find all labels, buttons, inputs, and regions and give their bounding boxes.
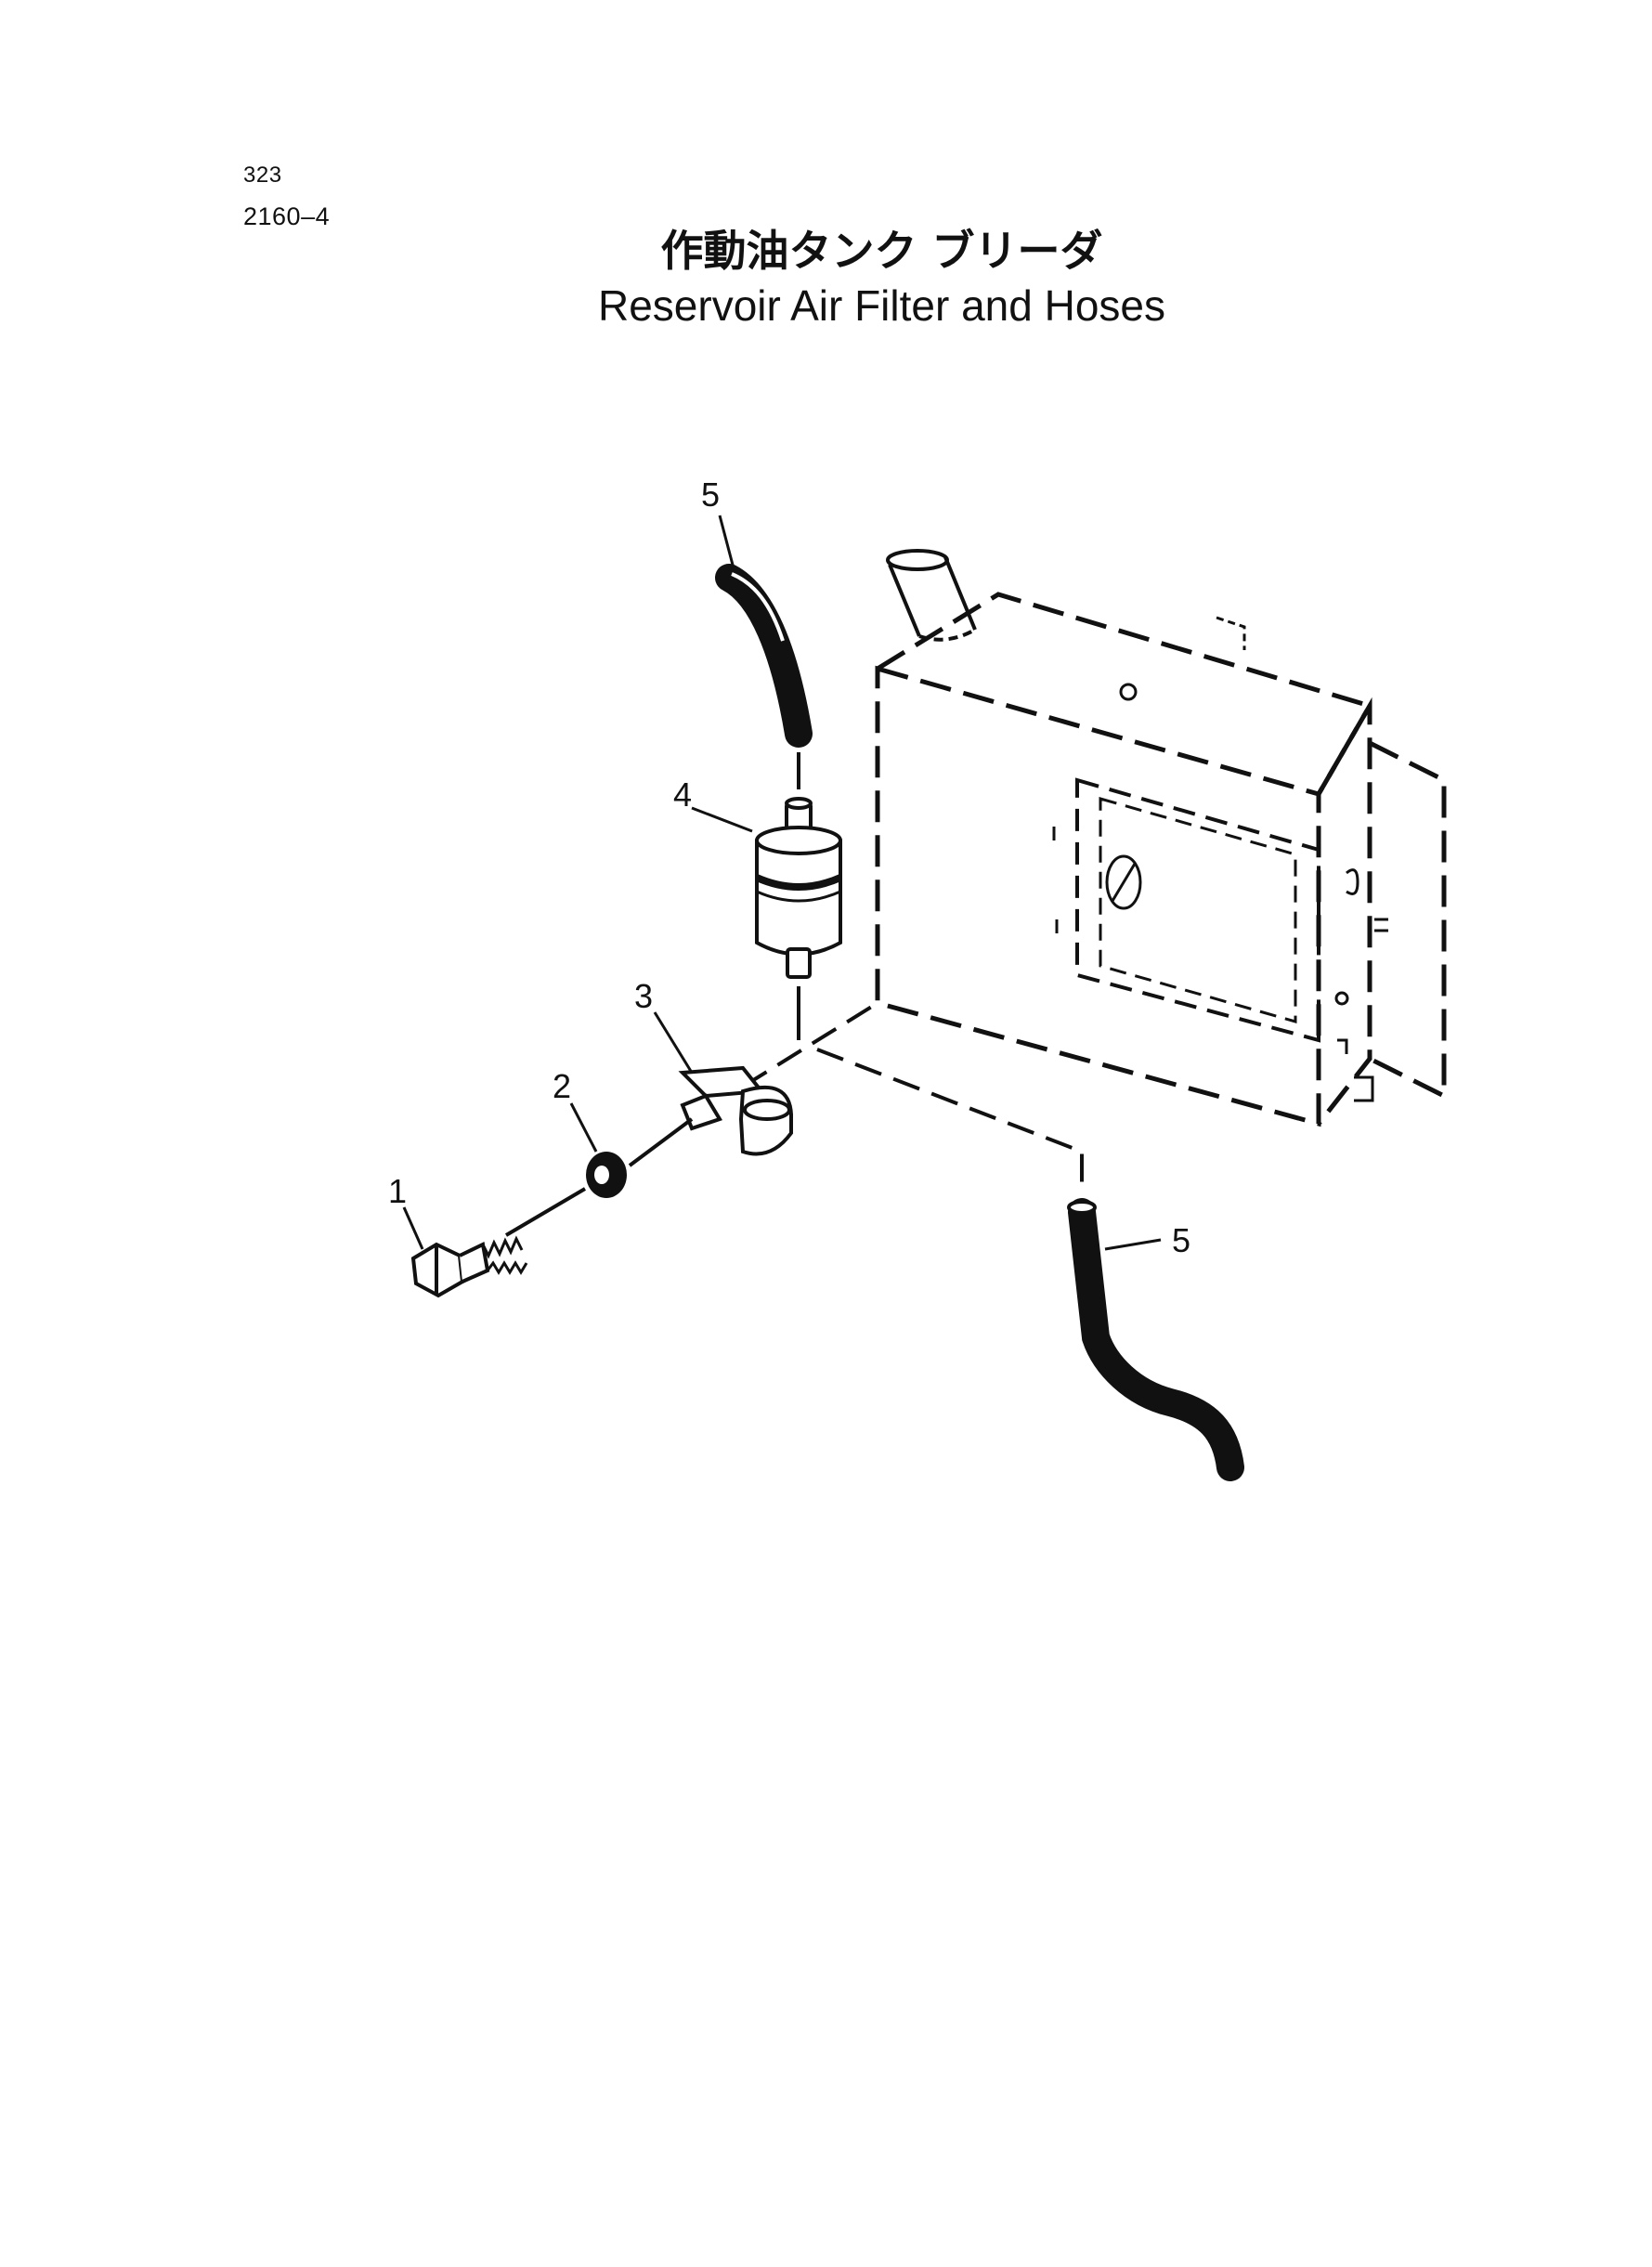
diagram-title-english: Reservoir Air Filter and Hoses	[598, 281, 1165, 330]
callout-5-top: 5	[701, 476, 720, 514]
bolt	[410, 1235, 528, 1298]
page-number: 323	[243, 163, 282, 188]
section-code: 2160–4	[243, 202, 331, 230]
tank-detail-marks	[1052, 616, 1388, 1102]
callout-5-bottom: 5	[1172, 1221, 1190, 1259]
assembly-lines-to-tank	[741, 1001, 1084, 1193]
diagram-title-japanese: 作動油タンク ブリーダ	[660, 226, 1103, 276]
callout-leaders	[402, 515, 1162, 1251]
hose-clamp	[678, 1065, 793, 1156]
callout-1: 1	[388, 1172, 407, 1210]
hose-top	[715, 564, 813, 748]
callout-2: 2	[553, 1067, 571, 1105]
washer	[586, 1152, 627, 1198]
callout-3: 3	[634, 977, 653, 1015]
callout-4: 4	[673, 775, 692, 814]
assembly-line-bolt-to-washer	[504, 1187, 587, 1237]
hydraulic-reservoir	[875, 592, 1447, 1127]
hose-bottom	[1067, 1198, 1244, 1481]
air-filter	[755, 797, 842, 979]
tank-breather-port	[886, 549, 977, 642]
assembly-line-washer-to-clamp	[628, 1117, 694, 1167]
